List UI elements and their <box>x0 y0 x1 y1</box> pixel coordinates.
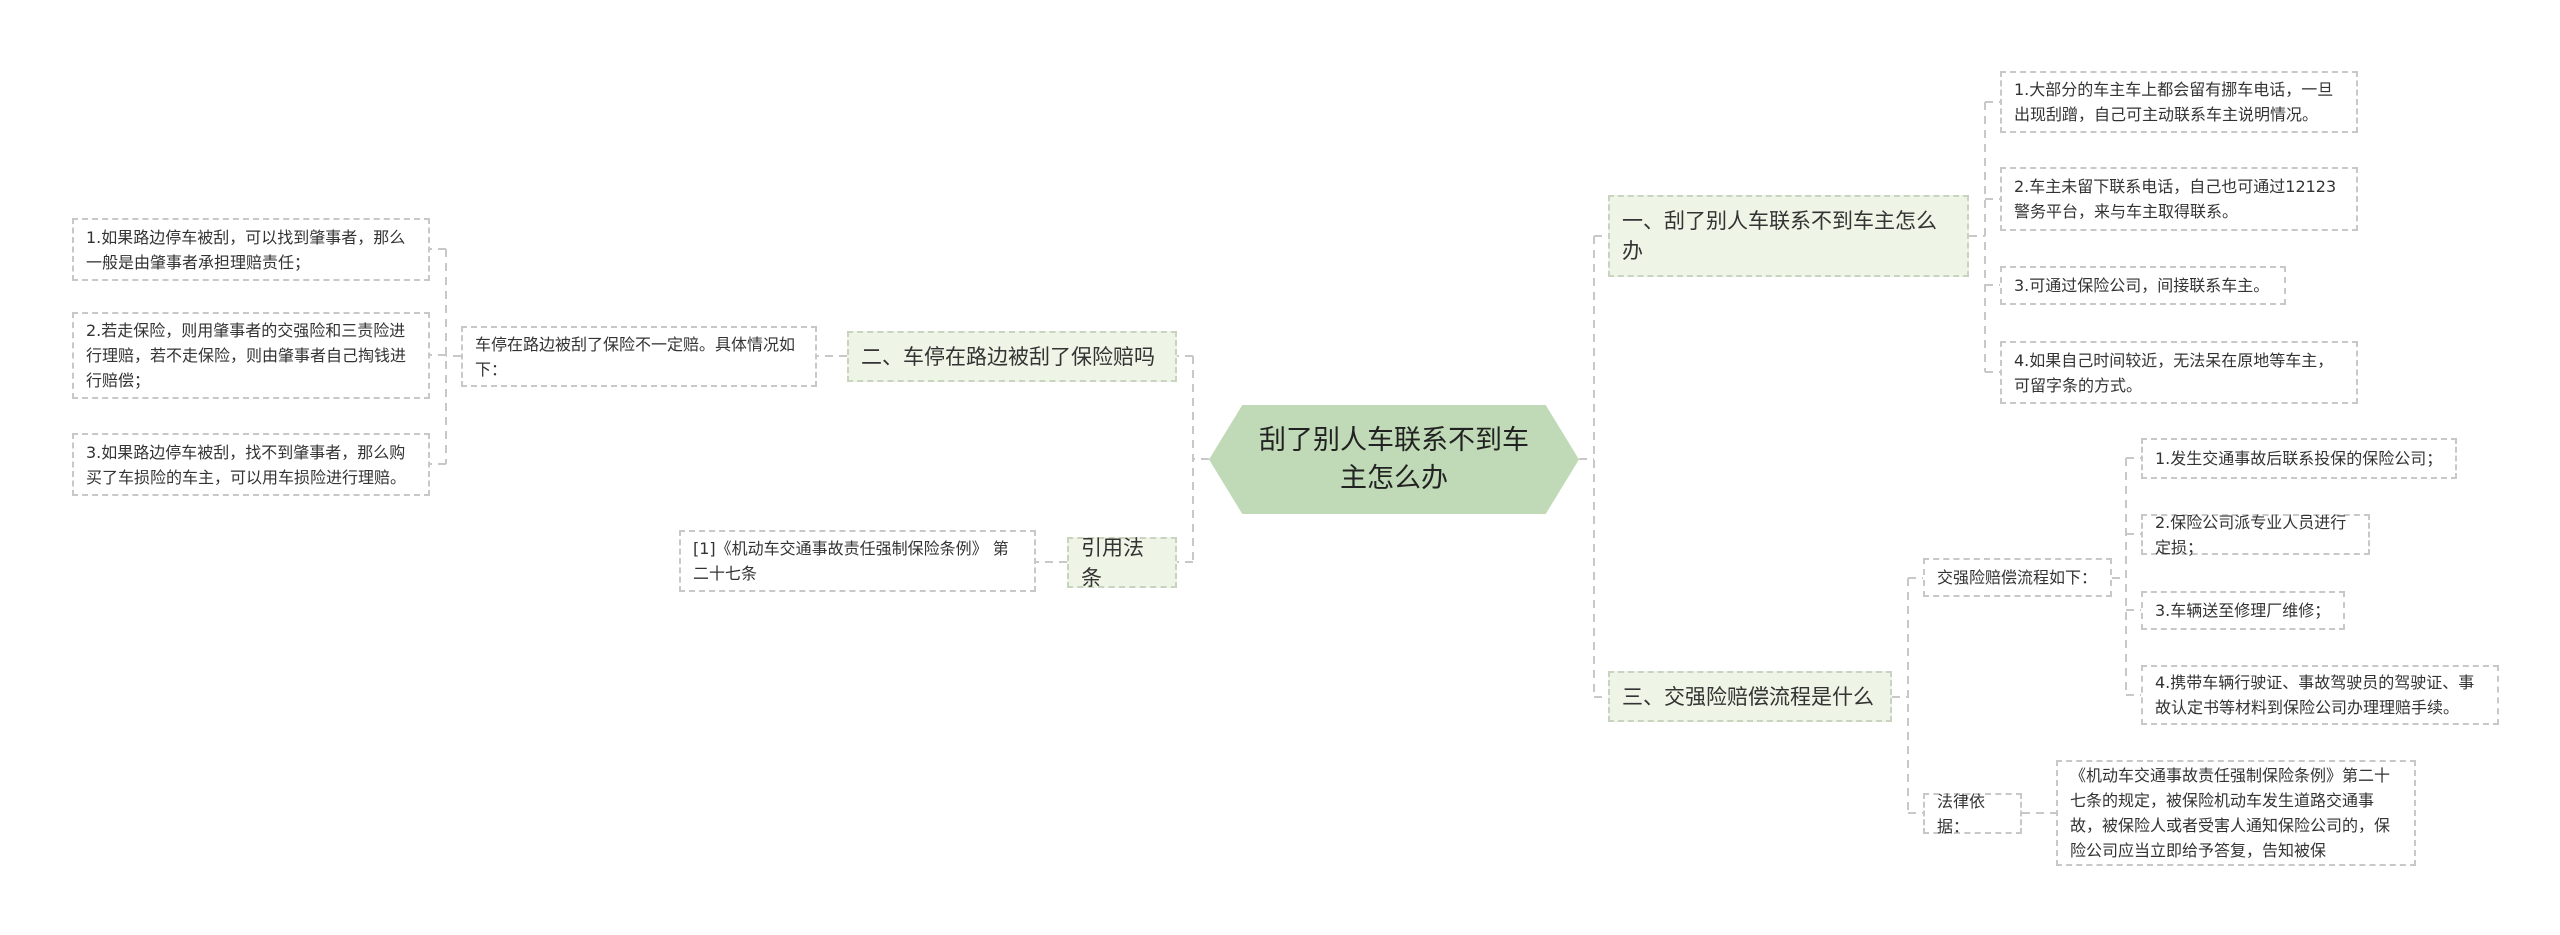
reference-node[interactable]: [1]《机动车交通事故责任强制保险条例》 第二十七条 <box>679 530 1036 592</box>
item-text: 2.若走保险，则用肇事者的交强险和三责险进行理赔，若不走保险，则由肇事者自己掏钱… <box>86 321 407 390</box>
process-step[interactable]: 3.车辆送至修理厂维修； <box>2141 591 2345 630</box>
branch-2-label: 二、车停在路边被刮了保险赔吗 <box>861 344 1155 369</box>
item-text: 2.车主未留下联系电话，自己也可通过12123警务平台，来与车主取得联系。 <box>2014 177 2337 221</box>
item-text: 1.大部分的车主车上都会留有挪车电话，一旦出现刮蹭，自己可主动联系车主说明情况。 <box>2014 80 2334 124</box>
root-label: 刮了别人车联系不到车主怎么办 <box>1259 424 1529 494</box>
item-text: 3.如果路边停车被刮，找不到肇事者，那么购买了车损险的车主，可以用车损险进行理赔… <box>86 442 407 487</box>
branch-3-node[interactable]: 三、交强险赔偿流程是什么 <box>1608 671 1892 722</box>
item-text: [1]《机动车交通事故责任强制保险条例》 第二十七条 <box>693 539 1009 583</box>
branch-3-label: 三、交强险赔偿流程是什么 <box>1622 684 1874 709</box>
branch-2-item[interactable]: 2.若走保险，则用肇事者的交强险和三责险进行理赔，若不走保险，则由肇事者自己掏钱… <box>72 312 430 399</box>
item-text: 1.如果路边停车被刮，可以找到肇事者，那么一般是由肇事者承担理赔责任； <box>86 227 406 272</box>
item-text: 1.发生交通事故后联系投保的保险公司； <box>2155 449 2443 468</box>
branch-1-item[interactable]: 2.车主未留下联系电话，自己也可通过12123警务平台，来与车主取得联系。 <box>2000 167 2358 231</box>
branch-2-intro[interactable]: 车停在路边被刮了保险不一定赔。具体情况如下： <box>461 326 817 387</box>
branch-4-node[interactable]: 引用法条 <box>1067 536 1177 590</box>
item-text: 2.保险公司派专业人员进行定损； <box>2155 512 2347 557</box>
process-step[interactable]: 1.发生交通事故后联系投保的保险公司； <box>2141 438 2457 479</box>
root-node[interactable]: 刮了别人车联系不到车主怎么办 <box>1209 405 1579 514</box>
item-text: 车停在路边被刮了保险不一定赔。具体情况如下： <box>475 334 796 379</box>
item-text: 4.携带车辆行驶证、事故驾驶员的驾驶证、事故认定书等材料到保险公司办理理赔手续。 <box>2155 673 2475 717</box>
item-text: 法律依据： <box>1937 791 1986 836</box>
legal-label-node[interactable]: 法律依据： <box>1923 792 2022 836</box>
legal-text-node[interactable]: 《机动车交通事故责任强制保险条例》第二十七条的规定，被保险机动车发生道路交通事故… <box>2056 760 2416 866</box>
branch-1-item[interactable]: 3.可通过保险公司，间接联系车主。 <box>2000 266 2286 305</box>
branch-2-item[interactable]: 1.如果路边停车被刮，可以找到肇事者，那么一般是由肇事者承担理赔责任； <box>72 218 430 281</box>
process-step[interactable]: 2.保险公司派专业人员进行定损； <box>2141 513 2370 557</box>
branch-2-node[interactable]: 二、车停在路边被刮了保险赔吗 <box>847 331 1177 382</box>
item-text: 《机动车交通事故责任强制保险条例》第二十七条的规定，被保险机动车发生道路交通事故… <box>2070 766 2391 860</box>
branch-1-node[interactable]: 一、刮了别人车联系不到车主怎么办 <box>1608 195 1969 277</box>
item-text: 交强险赔偿流程如下： <box>1937 568 2098 587</box>
branch-1-label: 一、刮了别人车联系不到车主怎么办 <box>1622 209 1937 263</box>
branch-1-item[interactable]: 4.如果自己时间较近，无法呆在原地等车主，可留字条的方式。 <box>2000 341 2358 404</box>
item-text: 3.可通过保险公司，间接联系车主。 <box>2014 276 2270 295</box>
branch-1-item[interactable]: 1.大部分的车主车上都会留有挪车电话，一旦出现刮蹭，自己可主动联系车主说明情况。 <box>2000 71 2358 133</box>
item-text: 4.如果自己时间较近，无法呆在原地等车主，可留字条的方式。 <box>2014 350 2334 395</box>
process-step[interactable]: 4.携带车辆行驶证、事故驾驶员的驾驶证、事故认定书等材料到保险公司办理理赔手续。 <box>2141 665 2499 725</box>
process-label-node[interactable]: 交强险赔偿流程如下： <box>1923 558 2112 597</box>
item-text: 3.车辆送至修理厂维修； <box>2155 601 2331 620</box>
branch-4-label: 引用法条 <box>1081 535 1144 590</box>
branch-2-item[interactable]: 3.如果路边停车被刮，找不到肇事者，那么购买了车损险的车主，可以用车损险进行理赔… <box>72 433 430 496</box>
